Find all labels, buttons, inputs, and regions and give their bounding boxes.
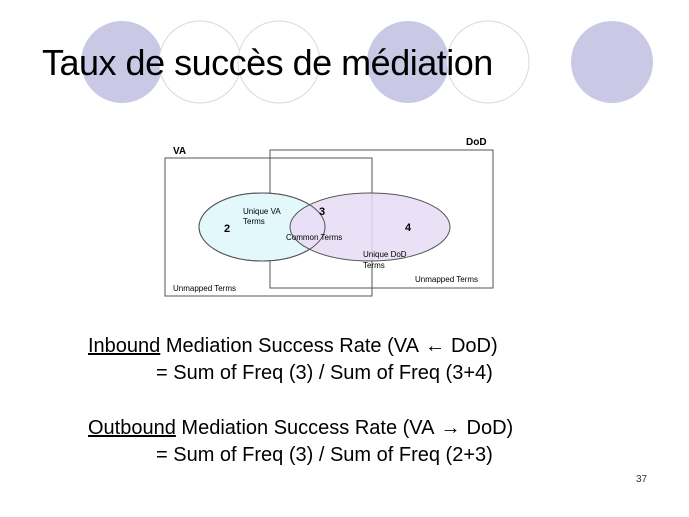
region-common-number: 3: [319, 206, 325, 218]
outbound-keyword: Outbound: [88, 417, 176, 439]
outbound-rate-text: Mediation Success Rate (VA: [181, 417, 435, 439]
region-va-only-number: 2: [224, 223, 230, 235]
inbound-rate-text: Mediation Success Rate (VA: [165, 335, 419, 357]
outbound-formula-header: Outbound Mediation Success Rate (VA → Do…: [88, 415, 513, 442]
unique-dod-label-line1: Unique DoD: [363, 250, 407, 259]
va-label: VA: [173, 146, 186, 157]
outbound-rate-target: DoD): [466, 417, 514, 439]
dod-ellipse: [289, 192, 451, 262]
slide-number: 37: [636, 474, 648, 485]
decor-circle-5: [446, 20, 530, 104]
unmapped-va-label: Unmapped Terms: [173, 284, 236, 293]
decor-circle-1: [81, 21, 163, 103]
decor-circle-6: [571, 21, 653, 103]
inbound-formula-header: Inbound Mediation Success Rate (VA ← DoD…: [88, 333, 513, 360]
left-arrow-icon: ←: [424, 335, 445, 357]
inbound-equation: = Sum of Freq (3) / Sum of Freq (3+4): [156, 362, 493, 384]
unique-va-label-line1: Unique VA: [243, 207, 281, 216]
decor-circle-3: [237, 20, 321, 104]
region-dod-only-number: 4: [405, 222, 412, 234]
unmapped-dod-label: Unmapped Terms: [415, 275, 478, 284]
right-arrow-icon: →: [440, 417, 461, 439]
inbound-rate-target: DoD): [450, 335, 498, 357]
inbound-keyword: Inbound: [88, 335, 161, 357]
outbound-equation: = Sum of Freq (3) / Sum of Freq (2+3): [156, 444, 493, 466]
slide-title: Taux de succès de médiation: [42, 42, 493, 83]
venn-diagram: VA DoD 2 3 4 Unique VA Terms Common Term…: [164, 137, 494, 297]
formulas: Inbound Mediation Success Rate (VA ← DoD…: [88, 333, 513, 469]
common-terms-label: Common Terms: [286, 233, 342, 242]
va-ellipse-outline: [198, 192, 326, 262]
unique-va-label-line2: Terms: [243, 217, 265, 226]
decor-circle-4: [367, 21, 449, 103]
unique-dod-label-line2: Terms: [363, 261, 385, 270]
decorative-circles: [81, 20, 653, 104]
dod-label: DoD: [466, 137, 487, 148]
